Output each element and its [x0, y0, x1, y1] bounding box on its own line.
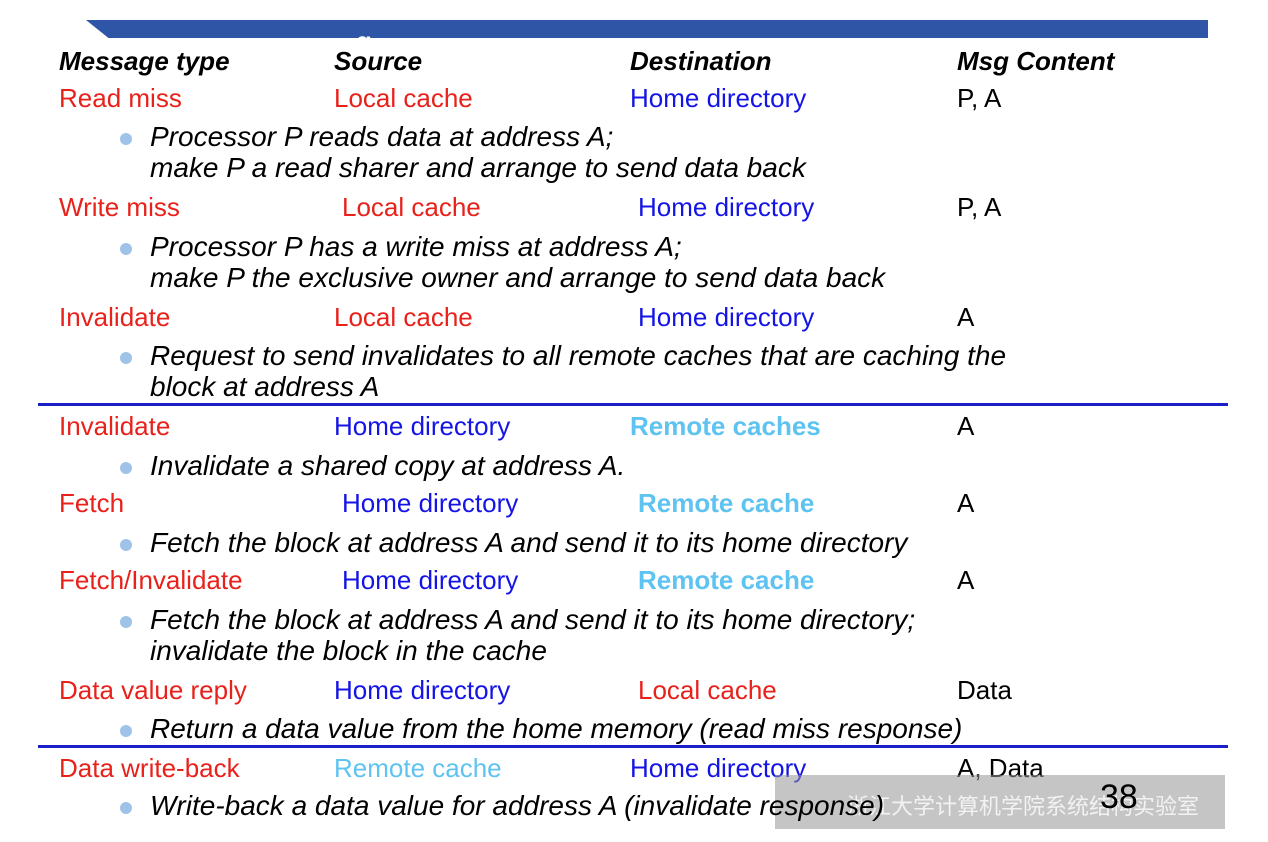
message-content: A — [957, 488, 975, 518]
bullet-icon — [120, 802, 132, 814]
message-type: Read miss — [59, 83, 182, 113]
bullet-icon — [120, 243, 132, 255]
page-number: 38 — [1100, 778, 1138, 816]
message-source: Local cache — [334, 302, 473, 332]
table-row: Invalidate Home directory Remote caches … — [0, 411, 1268, 441]
message-type: Fetch/Invalidate — [59, 565, 243, 595]
message-source: Home directory — [342, 488, 519, 518]
table-row: Data value reply Home directory Local ca… — [0, 675, 1268, 705]
description-text: Fetch the block at address A and send it… — [150, 527, 908, 558]
table-row: Read miss Local cache Home directory P, … — [0, 83, 1268, 113]
description-text: Fetch the block at address A and send it… — [150, 604, 916, 666]
message-destination: Home directory — [630, 83, 807, 113]
message-source: Remote cache — [334, 753, 502, 783]
description-text: Processor P reads data at address A; mak… — [150, 121, 806, 183]
description-text: Invalidate a shared copy at address A. — [150, 450, 626, 481]
section-divider — [38, 403, 1228, 406]
message-type: Invalidate — [59, 411, 171, 441]
table-row: Write miss Local cache Home directory P,… — [0, 192, 1268, 222]
header-destination: Destination — [630, 46, 772, 76]
message-source: Local cache — [334, 83, 473, 113]
message-source: Local cache — [342, 192, 481, 222]
message-destination: Home directory — [638, 192, 815, 222]
description-text: Write-back a data value for address A (i… — [150, 790, 885, 821]
section-divider — [38, 745, 1228, 748]
message-type: Write miss — [59, 192, 180, 222]
message-source: Home directory — [334, 675, 511, 705]
message-content: A — [957, 565, 975, 595]
message-type: Invalidate — [59, 302, 171, 332]
header-source: Source — [334, 46, 423, 76]
message-source: Home directory — [342, 565, 519, 595]
watermark-text: 浙江大学计算机学院系统结构实验室 — [846, 795, 1199, 820]
table-row: Fetch/Invalidate Home directory Remote c… — [0, 565, 1268, 595]
title-bar: g — [86, 20, 1208, 38]
message-content: P, A — [957, 83, 1002, 113]
message-content: A — [957, 302, 975, 332]
message-destination: Remote cache — [638, 565, 815, 595]
message-type: Data value reply — [59, 675, 247, 705]
message-source: Home directory — [334, 411, 511, 441]
description-text: Return a data value from the home memory… — [150, 713, 963, 744]
table-header: Message type Source Destination Msg Cont… — [0, 46, 1268, 76]
description-text: Processor P has a write miss at address … — [150, 231, 886, 293]
bullet-icon — [120, 133, 132, 145]
description-text: Request to send invalidates to all remot… — [150, 340, 1007, 402]
message-destination: Remote caches — [630, 411, 821, 441]
bullet-icon — [120, 539, 132, 551]
slide-title-fragment: g — [356, 26, 372, 56]
watermark-overlay: 浙江大学计算机学院系统结构实验室 — [775, 775, 1225, 829]
bullet-icon — [120, 352, 132, 364]
table-row: Invalidate Local cache Home directory A — [0, 302, 1268, 332]
message-destination: Remote cache — [638, 488, 815, 518]
bullet-icon — [120, 462, 132, 474]
message-content: A — [957, 411, 975, 441]
message-content: Data — [957, 675, 1012, 705]
header-message-type: Message type — [59, 46, 230, 76]
bullet-icon — [120, 725, 132, 737]
message-content: P, A — [957, 192, 1002, 222]
bullet-icon — [120, 616, 132, 628]
message-type: Data write-back — [59, 753, 240, 783]
message-type: Fetch — [59, 488, 125, 518]
table-row: Fetch Home directory Remote cache A — [0, 488, 1268, 518]
header-msg-content: Msg Content — [957, 46, 1115, 76]
message-destination: Local cache — [638, 675, 777, 705]
message-destination: Home directory — [638, 302, 815, 332]
